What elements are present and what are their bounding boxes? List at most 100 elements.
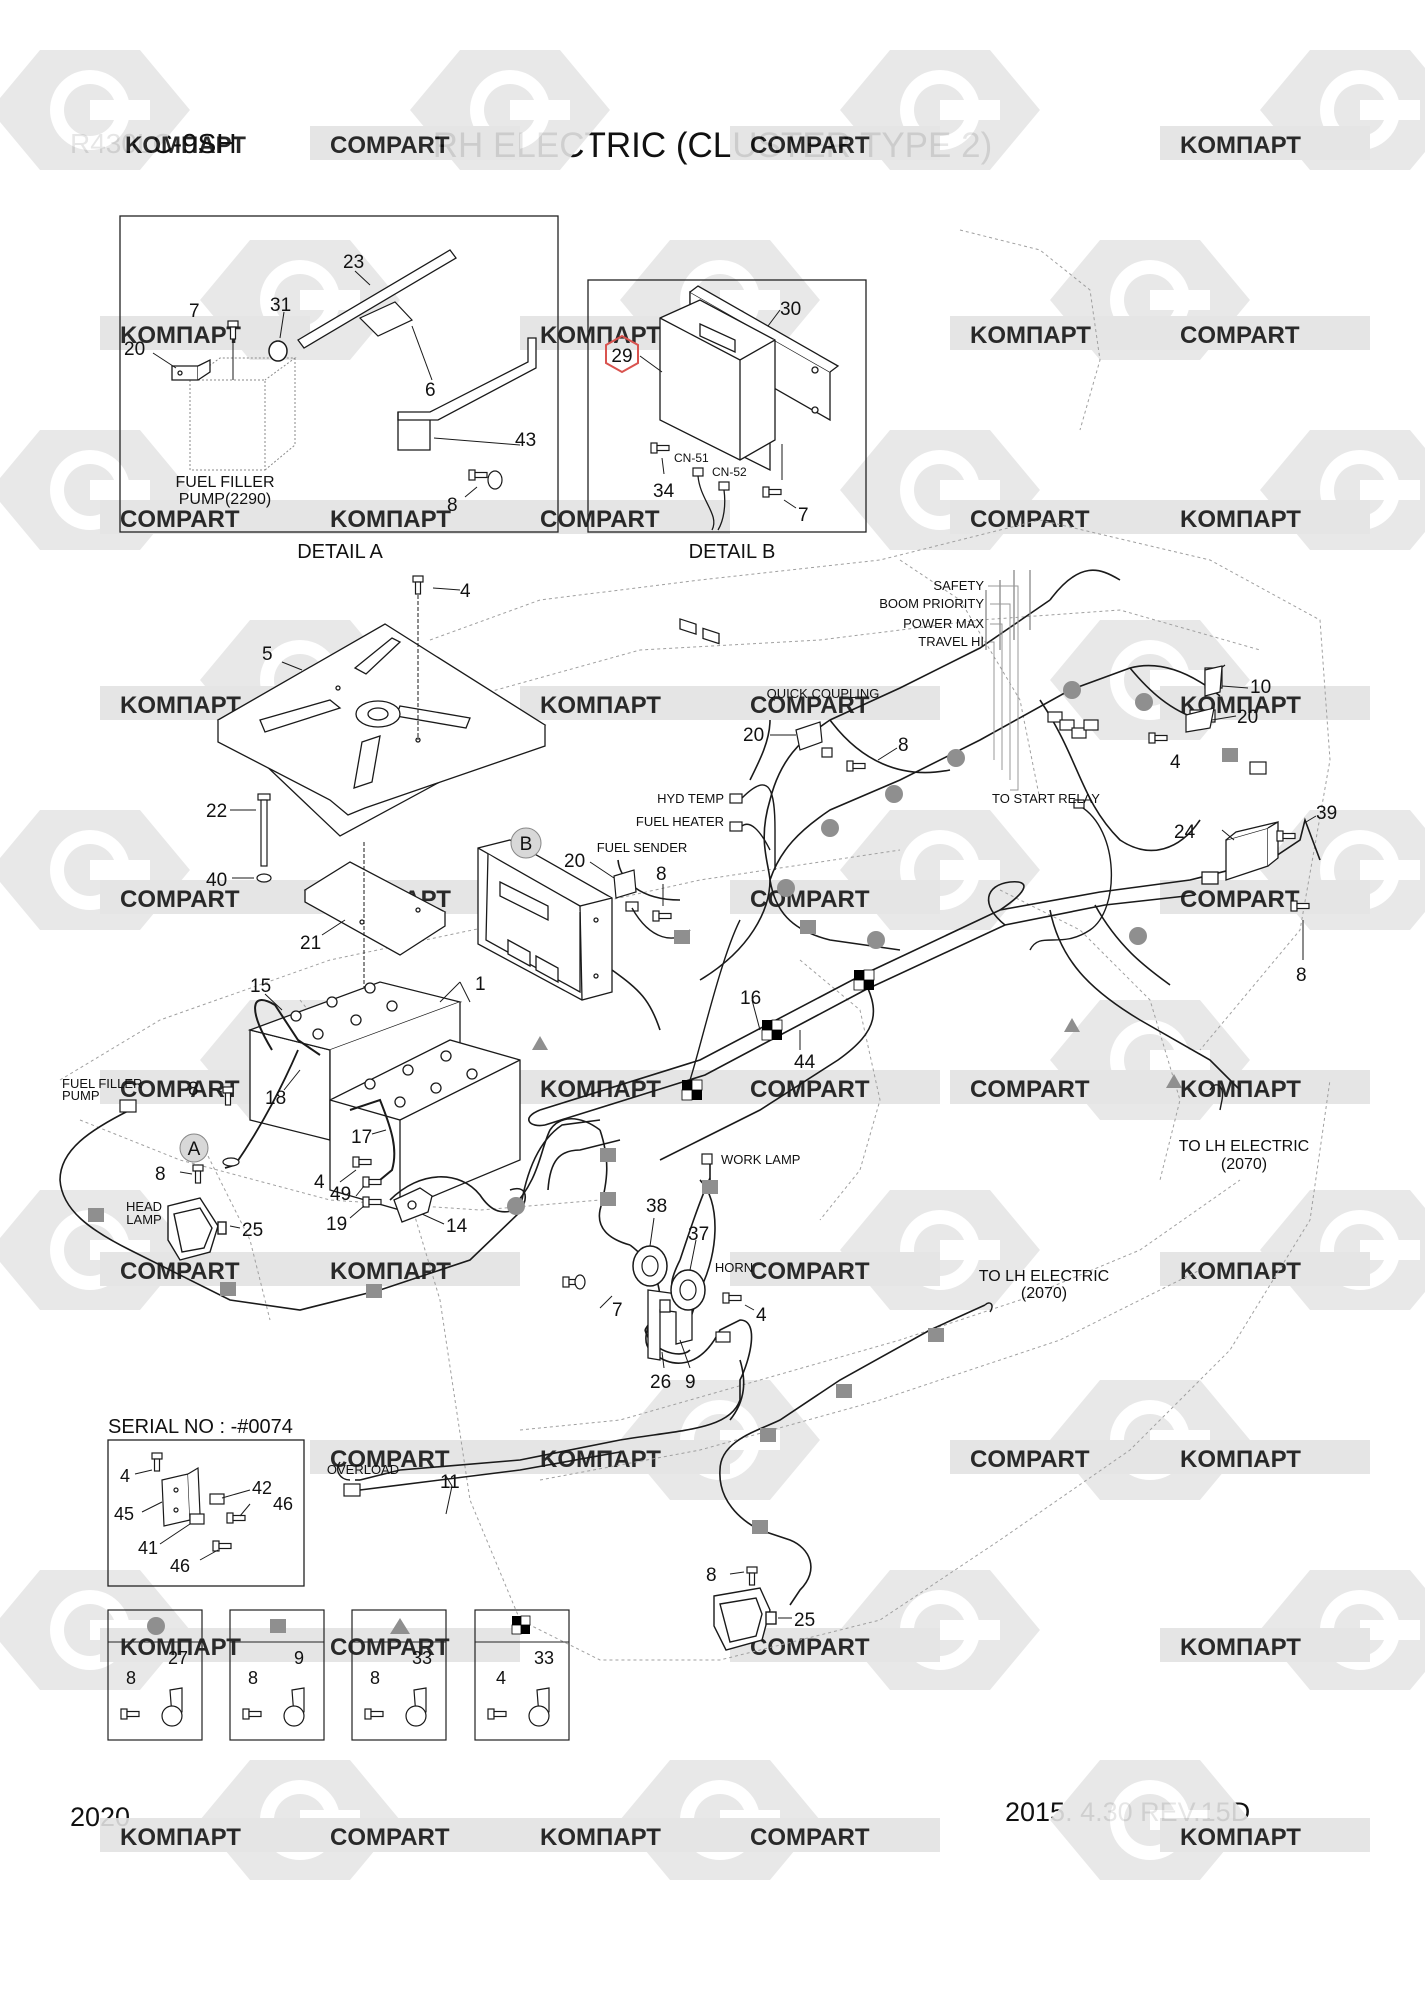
callout-49: 49 (330, 1184, 351, 1205)
legend-left-number: 4 (496, 1668, 506, 1688)
bracket-43 (397, 337, 537, 421)
controller-b (477, 839, 613, 1001)
label-fuel-heater: FUEL HEATER (636, 814, 724, 829)
legend-circle: 8 27 (107, 1609, 203, 1741)
callout-19: 19 (326, 1214, 347, 1235)
fuel-filler-pump-label: PUMP(2290) (179, 491, 271, 508)
bolt-8 (468, 469, 488, 481)
watermark-text: COMPART (750, 692, 870, 719)
connector-cn52 (718, 481, 730, 491)
legend-triangle: 8 33 (351, 1609, 447, 1741)
callout-24: 24 (1174, 822, 1196, 843)
callout-40: 40 (206, 870, 227, 891)
callout-25: 25 (794, 1610, 815, 1631)
support-21 (303, 861, 447, 956)
legend-left-number: 8 (126, 1668, 136, 1688)
watermark-text: KOMПАРТ (120, 1634, 241, 1661)
bracket-20-quick-coupling (795, 721, 833, 758)
watermark-text: KOMПАРТ (1180, 1824, 1301, 1851)
callout-7: 7 (189, 301, 200, 322)
callout-29: 29 (611, 346, 632, 367)
label-overload: OVERLOAD (327, 1462, 399, 1477)
callout-4: 4 (1170, 752, 1181, 773)
callout-20: 20 (124, 339, 145, 360)
serial-callout-46: 46 (273, 1494, 293, 1514)
callout-10: 10 (1250, 677, 1271, 698)
callout-20: 20 (564, 851, 585, 872)
bolt-46 (212, 1540, 232, 1552)
horn-connector (715, 1331, 731, 1343)
bracket-10-20 (1185, 665, 1223, 733)
label-to-start-relay: TO START RELAY (992, 791, 1100, 806)
label-hyd-temp: HYD TEMP (657, 791, 724, 806)
bolt-4 (412, 575, 424, 595)
callout-26: 26 (650, 1372, 671, 1393)
label-head-lamp: LAMP (126, 1212, 161, 1227)
watermark-text: COMPART (120, 1258, 240, 1285)
watermark-text: COMPART (330, 1446, 450, 1473)
detail-b-marker-label: B (520, 834, 533, 855)
label-horn: HORN (715, 1260, 753, 1275)
watermark-text: KOMПАРТ (120, 692, 241, 719)
watermark-text: KOMПАРТ (330, 506, 451, 533)
connector-cn51 (692, 467, 704, 477)
callout-8: 8 (656, 864, 667, 885)
callout-8: 8 (1296, 965, 1307, 986)
square-clamps (88, 748, 1238, 1534)
watermark-text: COMPART (120, 506, 240, 533)
callout-4: 4 (756, 1305, 767, 1326)
label-fuel-filler-pump: PUMP (62, 1088, 100, 1103)
label-boom-priority: BOOM PRIORITY (879, 596, 984, 611)
hyd-temp-connector (729, 793, 743, 804)
watermark-text: KOMПАРТ (1180, 1446, 1301, 1473)
harness-labels: SAFETY BOOM PRIORITY POWER MAX TRAVEL HI… (62, 578, 1100, 1477)
clamp-markers (88, 681, 1238, 1534)
triangle-clamps (532, 1018, 1182, 1088)
watermark-text: KOMПАРТ (1180, 506, 1301, 533)
legend-right-number: 27 (168, 1648, 188, 1668)
callout-34: 34 (653, 481, 675, 502)
callout-7: 7 (798, 505, 809, 526)
switch-leader-lines (988, 585, 1019, 791)
label-head-lamp: HEAD (126, 1199, 162, 1214)
clamp-legend: 8 27 8 9 8 33 (107, 1609, 570, 1741)
serial-callout-46: 46 (170, 1556, 190, 1576)
lower-left-harness (59, 1109, 986, 1606)
detail-a-frame (119, 215, 559, 533)
watermark-text: COMPART (750, 132, 870, 159)
bolt-34 (650, 442, 670, 454)
watermark-text: COMPART (750, 1076, 870, 1103)
controller-29 (659, 299, 776, 645)
callout-37: 37 (688, 1224, 709, 1245)
detail-a-marker (179, 1133, 209, 1163)
detail-a-caption: DETAIL A (297, 541, 383, 563)
legend-checker: 4 33 (474, 1609, 570, 1741)
watermark-text: KOMПАРТ (540, 322, 661, 349)
callout-44: 44 (794, 1052, 816, 1073)
cn51-label: CN-51 (674, 451, 709, 465)
watermark-text: KOMПАРТ (120, 1824, 241, 1851)
label-fuel-sender: FUEL SENDER (597, 840, 688, 855)
label-to-lh-electric: TO LH ELECTRIC (1179, 1138, 1309, 1155)
callout-9: 9 (685, 1372, 696, 1393)
watermark-layer: KOMПАРТ COMPART COMPART KOMПАРТ KOMПАРТ … (0, 50, 1425, 1880)
callout-39: 39 (1316, 803, 1337, 824)
bolt-8 (846, 760, 866, 772)
watermark-text: COMPART (1180, 322, 1300, 349)
callout-22: 22 (206, 801, 227, 822)
serial-no-frame (107, 1439, 305, 1587)
highlight-hexagon (605, 334, 639, 374)
battery-cable-15 (254, 999, 321, 1056)
callout-8: 8 (188, 1079, 199, 1100)
callout-15: 15 (250, 976, 271, 997)
bolt-8 (746, 1566, 758, 1586)
legend-left-number: 8 (248, 1668, 258, 1688)
detail-b: 29 30 34 7 CN-51 CN-52 DETAIL B (587, 279, 867, 645)
label-to-lh-electric: TO LH ELECTRIC (979, 1268, 1109, 1285)
label-safety: SAFETY (933, 578, 984, 593)
bolt-22 (257, 793, 271, 867)
detail-b-frame (587, 279, 867, 533)
tube-23 (297, 249, 457, 349)
